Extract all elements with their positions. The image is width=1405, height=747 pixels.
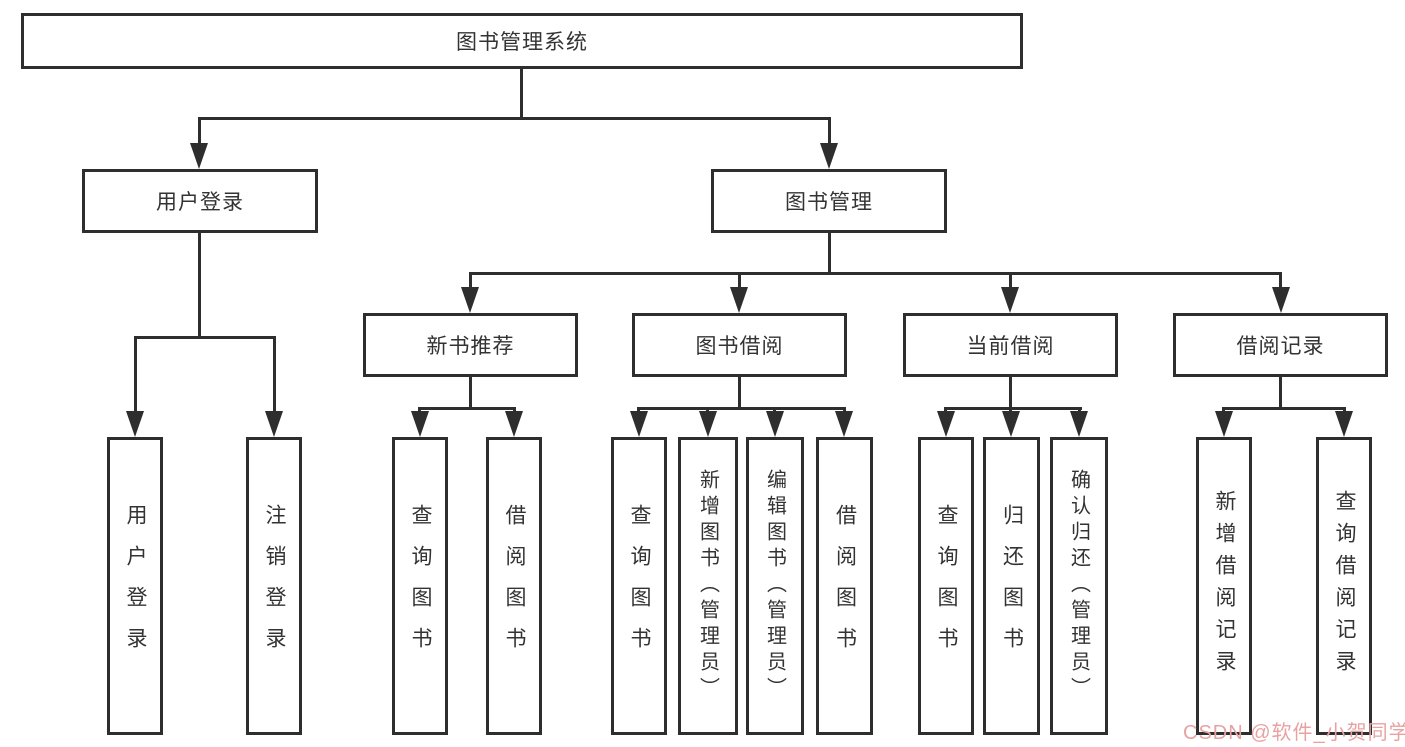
leaf-cb-return-books: 归还图书 (983, 437, 1040, 735)
connector-new-book-rec-stem (469, 377, 472, 410)
connector-to-br-query (1343, 407, 1346, 414)
node-book-mgmt-label: 图书管理 (785, 191, 873, 214)
connector-user-login-branch (134, 336, 276, 339)
leaf-bb-query-books-label: 查询图书 (628, 504, 651, 668)
leaf-rec-borrow-books: 借阅图书 (486, 437, 542, 735)
leaf-br-query-record: 查询借阅记录 (1316, 437, 1372, 735)
leaf-rec-query-books-label: 查询图书 (409, 504, 432, 668)
connector-to-cb-query (944, 407, 947, 414)
node-user-login-label: 用户登录 (156, 191, 244, 214)
connector-to-book-borrow (738, 272, 741, 290)
connector-to-bb-add (706, 407, 709, 414)
arrow-down-icon (1272, 287, 1290, 313)
leaf-br-add-record: 新增借阅记录 (1196, 437, 1252, 735)
leaf-bb-edit-books-label: 编辑图书（管理员） (763, 469, 786, 703)
leaf-bb-edit-books: 编辑图书（管理员） (746, 437, 804, 735)
connector-to-cb-confirm (1078, 407, 1081, 414)
connector-to-br-add (1222, 407, 1225, 414)
arrow-down-icon (630, 411, 648, 437)
connector-book-borrow-branch (638, 407, 846, 410)
node-new-book-rec-label: 新书推荐 (426, 335, 515, 358)
node-current-borrow: 当前借阅 (903, 313, 1118, 377)
node-new-book-rec: 新书推荐 (363, 313, 578, 377)
arrow-down-icon (1335, 411, 1353, 437)
leaf-cb-return-books-label: 归还图书 (1000, 504, 1024, 668)
node-book-mgmt: 图书管理 (711, 169, 947, 233)
connector-book-borrow-stem (738, 377, 741, 410)
connector-borrow-records-branch (1223, 407, 1346, 410)
leaf-logout: 注销登录 (246, 437, 302, 735)
leaf-bb-add-books-label: 新增图书（管理员） (696, 469, 719, 703)
arrow-down-icon (1001, 287, 1019, 313)
node-book-borrow-label: 图书借阅 (695, 335, 784, 358)
leaf-bb-query-books: 查询图书 (611, 437, 667, 735)
leaf-cb-query-books-label: 查询图书 (935, 504, 958, 668)
connector-to-book-mgmt (828, 117, 831, 146)
connector-to-current-borrow (1009, 272, 1012, 290)
connector-book-mgmt-stem (828, 233, 831, 275)
arrow-down-icon (1002, 411, 1020, 437)
arrow-down-icon (126, 411, 144, 437)
arrow-down-icon (835, 411, 853, 437)
connector-current-borrow-stem (1009, 377, 1012, 410)
node-root-label: 图书管理系统 (456, 31, 588, 54)
leaf-br-query-record-label: 查询借阅记录 (1333, 490, 1356, 682)
arrow-down-icon (265, 411, 283, 437)
csdn-watermark: CSDN @软件_小贺同学 (1183, 722, 1405, 744)
connector-current-borrow-branch (945, 407, 1082, 410)
arrow-down-icon (1070, 411, 1088, 437)
leaf-rec-borrow-books-label: 借阅图书 (503, 504, 526, 668)
connector-root-stem (520, 69, 523, 120)
arrow-down-icon (699, 411, 717, 437)
connector-book-mgmt-branch (469, 272, 1282, 275)
leaf-bb-borrow-books-label: 借阅图书 (833, 504, 857, 668)
connector-to-user-login (198, 117, 201, 146)
leaf-cb-confirm-return: 确认归还（管理员） (1050, 437, 1108, 735)
connector-to-cb-return (1009, 407, 1012, 414)
leaf-bb-borrow-books: 借阅图书 (816, 437, 873, 735)
connector-root-branch (198, 117, 831, 120)
arrow-down-icon (1215, 411, 1233, 437)
node-borrow-records-label: 借阅记录 (1236, 335, 1325, 358)
connector-to-leaf-user-login (134, 336, 137, 414)
leaf-bb-add-books: 新增图书（管理员） (678, 437, 738, 735)
leaf-user-login-label: 用户登录 (124, 504, 147, 668)
connector-user-login-stem (198, 232, 201, 339)
leaf-logout-label: 注销登录 (263, 504, 286, 668)
connector-to-rec-query (418, 407, 421, 414)
node-borrow-records: 借阅记录 (1173, 313, 1388, 377)
connector-to-borrow-records (1279, 272, 1282, 290)
connector-to-leaf-logout (273, 336, 276, 414)
node-user-login: 用户登录 (82, 169, 318, 233)
leaf-rec-query-books: 查询图书 (392, 437, 448, 735)
arrow-down-icon (461, 287, 479, 313)
connector-new-book-rec-branch (419, 407, 516, 410)
leaf-cb-query-books: 查询图书 (918, 437, 974, 735)
arrow-down-icon (937, 411, 955, 437)
leaf-cb-confirm-return-label: 确认归还（管理员） (1067, 469, 1090, 703)
arrow-down-icon (411, 411, 429, 437)
node-current-borrow-label: 当前借阅 (966, 335, 1055, 358)
node-book-borrow: 图书借阅 (632, 313, 847, 377)
arrow-down-icon (820, 143, 838, 169)
arrow-down-icon (505, 411, 523, 437)
connector-to-new-book-rec (469, 272, 472, 290)
node-root: 图书管理系统 (21, 13, 1023, 69)
arrow-down-icon (730, 287, 748, 313)
connector-to-rec-borrow (513, 407, 516, 414)
connector-borrow-records-stem (1279, 377, 1282, 410)
connector-to-bb-edit (773, 407, 776, 414)
arrow-down-icon (190, 143, 208, 169)
connector-to-bb-borrow (843, 407, 846, 414)
leaf-user-login: 用户登录 (107, 437, 163, 735)
arrow-down-icon (766, 411, 784, 437)
leaf-br-add-record-label: 新增借阅记录 (1213, 490, 1236, 682)
connector-to-bb-query (637, 407, 640, 414)
